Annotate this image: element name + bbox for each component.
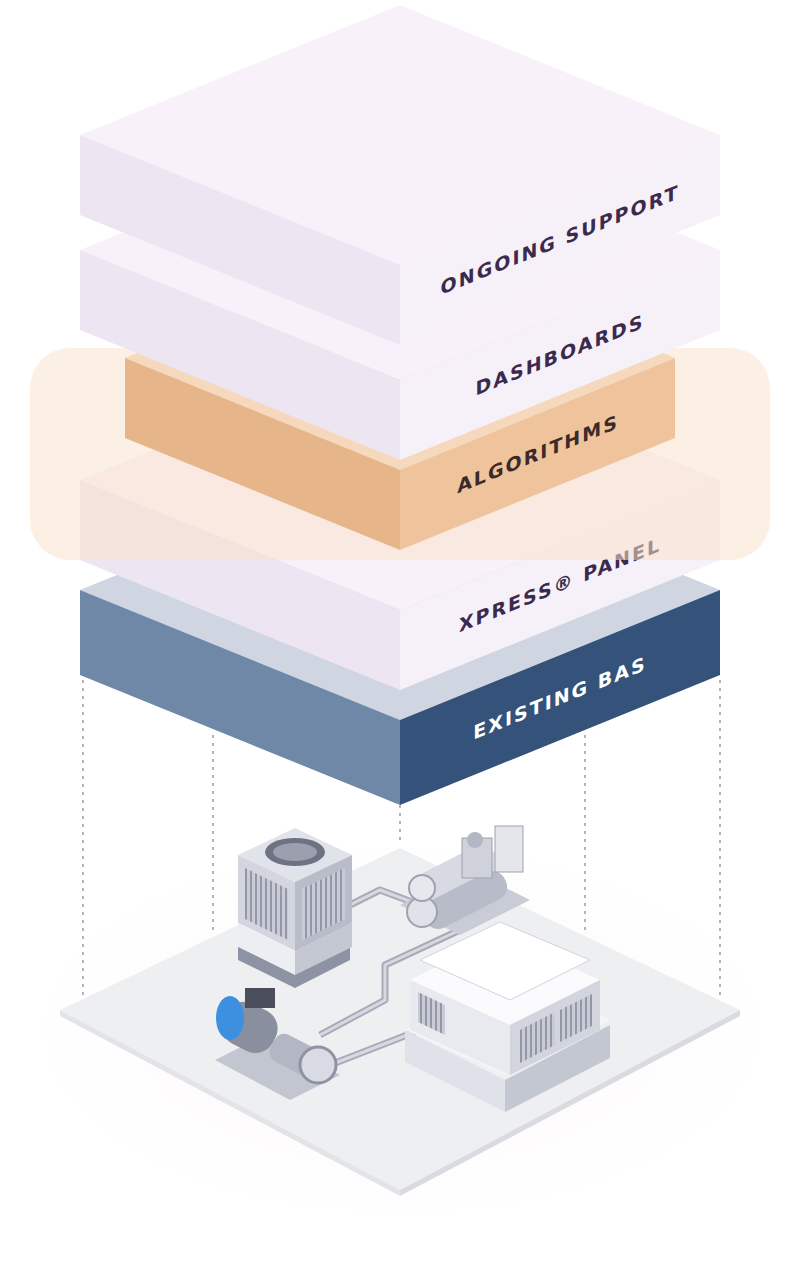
slab-face (125, 358, 400, 550)
slab-face (400, 590, 720, 805)
slab-face (400, 358, 675, 550)
stack-layer: ONGOING SUPPORT (0, 5, 800, 345)
layer-slab (0, 5, 800, 345)
slab-face (80, 590, 400, 805)
glow (30, 348, 770, 560)
